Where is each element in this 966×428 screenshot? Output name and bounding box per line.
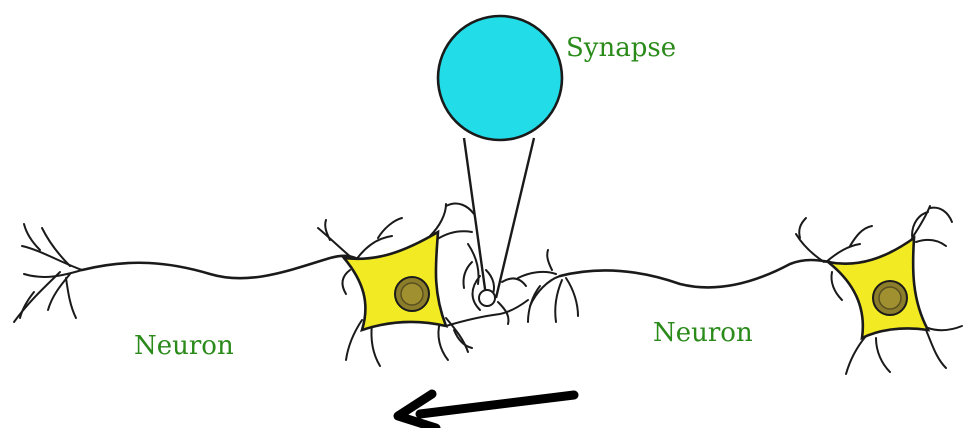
- synapse-knob: [479, 290, 495, 306]
- right-axon: [560, 260, 830, 287]
- soma-middle: [318, 204, 474, 366]
- soma-right: [796, 206, 962, 374]
- neuron-left-label: Neuron: [134, 331, 234, 361]
- arrow-left-icon: [398, 394, 574, 428]
- soma-middle-body: [344, 232, 446, 330]
- neuron-right-label: Neuron: [653, 318, 753, 348]
- synapse-label: Synapse: [566, 33, 676, 63]
- synapse-bulb: [438, 16, 562, 140]
- left-dendrite-tuft: [14, 224, 82, 322]
- synapse-stalk: [464, 138, 534, 298]
- left-axon: [82, 256, 360, 278]
